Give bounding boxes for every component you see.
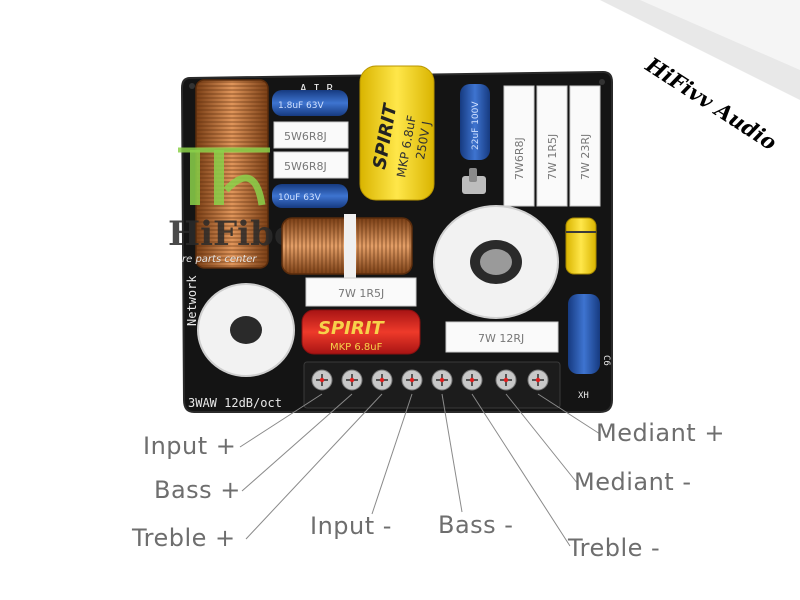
label-input-plus: Input + bbox=[143, 432, 237, 460]
blue-capacitor-top: 1.8uF 63V bbox=[272, 90, 348, 116]
svg-text:5W6R8J: 5W6R8J bbox=[284, 130, 327, 143]
red-cap-brand: SPIRIT bbox=[318, 318, 385, 339]
leader-line bbox=[371, 393, 413, 515]
terminal-screw bbox=[527, 369, 549, 391]
small-resistor: 5W6R8J bbox=[273, 121, 349, 149]
low-resistor: 7W 12RJ bbox=[445, 321, 559, 353]
red-cap-value: MKP 6.8uF bbox=[330, 342, 383, 353]
mount-hole bbox=[189, 83, 195, 89]
silk-xh: XH bbox=[578, 391, 589, 401]
leader-line bbox=[245, 393, 383, 540]
tall-resistor: 7W 23RJ bbox=[569, 85, 601, 207]
label-treble-plus: Treble + bbox=[132, 524, 236, 552]
red-spirit-capacitor: SPIRIT MKP 6.8uF bbox=[301, 309, 421, 355]
store-tagline: re parts center bbox=[182, 254, 257, 265]
terminal-screw bbox=[495, 369, 517, 391]
leader-line bbox=[241, 393, 353, 492]
label-bass-minus: Bass - bbox=[438, 511, 514, 539]
label-mediant-minus: Mediant - bbox=[574, 468, 692, 496]
leader-line bbox=[471, 393, 571, 547]
tall-resistor: 7W 1R5J bbox=[536, 85, 568, 207]
silk-network: Network bbox=[185, 275, 199, 326]
svg-text:5W6R8J: 5W6R8J bbox=[284, 160, 327, 173]
corner-streak-shadow bbox=[640, 0, 800, 70]
yellow-spirit-capacitor: SPIRIT MKP 6.8uF 250V J bbox=[359, 65, 435, 201]
svg-text:7W 1R5J: 7W 1R5J bbox=[338, 287, 384, 300]
yellow-cap-voltage: 250V J bbox=[413, 120, 433, 160]
small-resistor: 5W6R8J bbox=[273, 151, 349, 179]
leader-lines bbox=[239, 393, 601, 547]
toroid-inductor-small bbox=[197, 283, 295, 377]
toggle-switch bbox=[462, 168, 486, 194]
blue-capacitor-bottom-right bbox=[568, 294, 600, 374]
mid-resistor: 7W 1R5J bbox=[305, 277, 417, 307]
terminal-block bbox=[303, 361, 561, 409]
label-mediant-plus: Mediant + bbox=[596, 419, 725, 447]
horizontal-inductor bbox=[281, 214, 413, 278]
terminal-screw bbox=[341, 369, 363, 391]
blue-capacitor-mid: 10uF 63V bbox=[272, 184, 348, 208]
leader-line bbox=[505, 393, 579, 485]
terminal-screw bbox=[311, 369, 333, 391]
terminal-screw bbox=[461, 369, 483, 391]
vertical-inductor bbox=[195, 79, 269, 269]
svg-text:7W 12RJ: 7W 12RJ bbox=[478, 332, 524, 345]
leader-line bbox=[537, 393, 601, 435]
toroid-inductor-large bbox=[433, 205, 559, 319]
terminal-screw bbox=[371, 369, 393, 391]
svg-text:7W 23RJ: 7W 23RJ bbox=[579, 134, 592, 180]
silk-c6: C6 bbox=[601, 355, 611, 366]
silk-model: 3WAW 12dB/oct bbox=[188, 396, 282, 410]
svg-text:7W6R8J: 7W6R8J bbox=[513, 137, 526, 180]
small-yellow-capacitor bbox=[565, 217, 597, 275]
leader-line bbox=[441, 393, 463, 513]
svg-text:7W 1R5J: 7W 1R5J bbox=[546, 134, 559, 180]
blue-capacitor-vertical: 22uF 100V bbox=[460, 84, 490, 160]
svg-text:1.8uF 63V: 1.8uF 63V bbox=[278, 101, 325, 111]
mount-hole bbox=[599, 79, 605, 85]
leader-line bbox=[239, 393, 323, 448]
terminal-screw bbox=[401, 369, 423, 391]
label-bass-plus: Bass + bbox=[154, 476, 241, 504]
terminal-screws bbox=[311, 369, 549, 391]
svg-text:22uF 100V: 22uF 100V bbox=[471, 101, 481, 150]
terminal-screw bbox=[431, 369, 453, 391]
svg-text:10uF 63V: 10uF 63V bbox=[278, 193, 322, 203]
label-input-minus: Input - bbox=[310, 512, 392, 540]
tall-resistor: 7W6R8J bbox=[503, 85, 535, 207]
label-treble-minus: Treble - bbox=[568, 534, 661, 562]
